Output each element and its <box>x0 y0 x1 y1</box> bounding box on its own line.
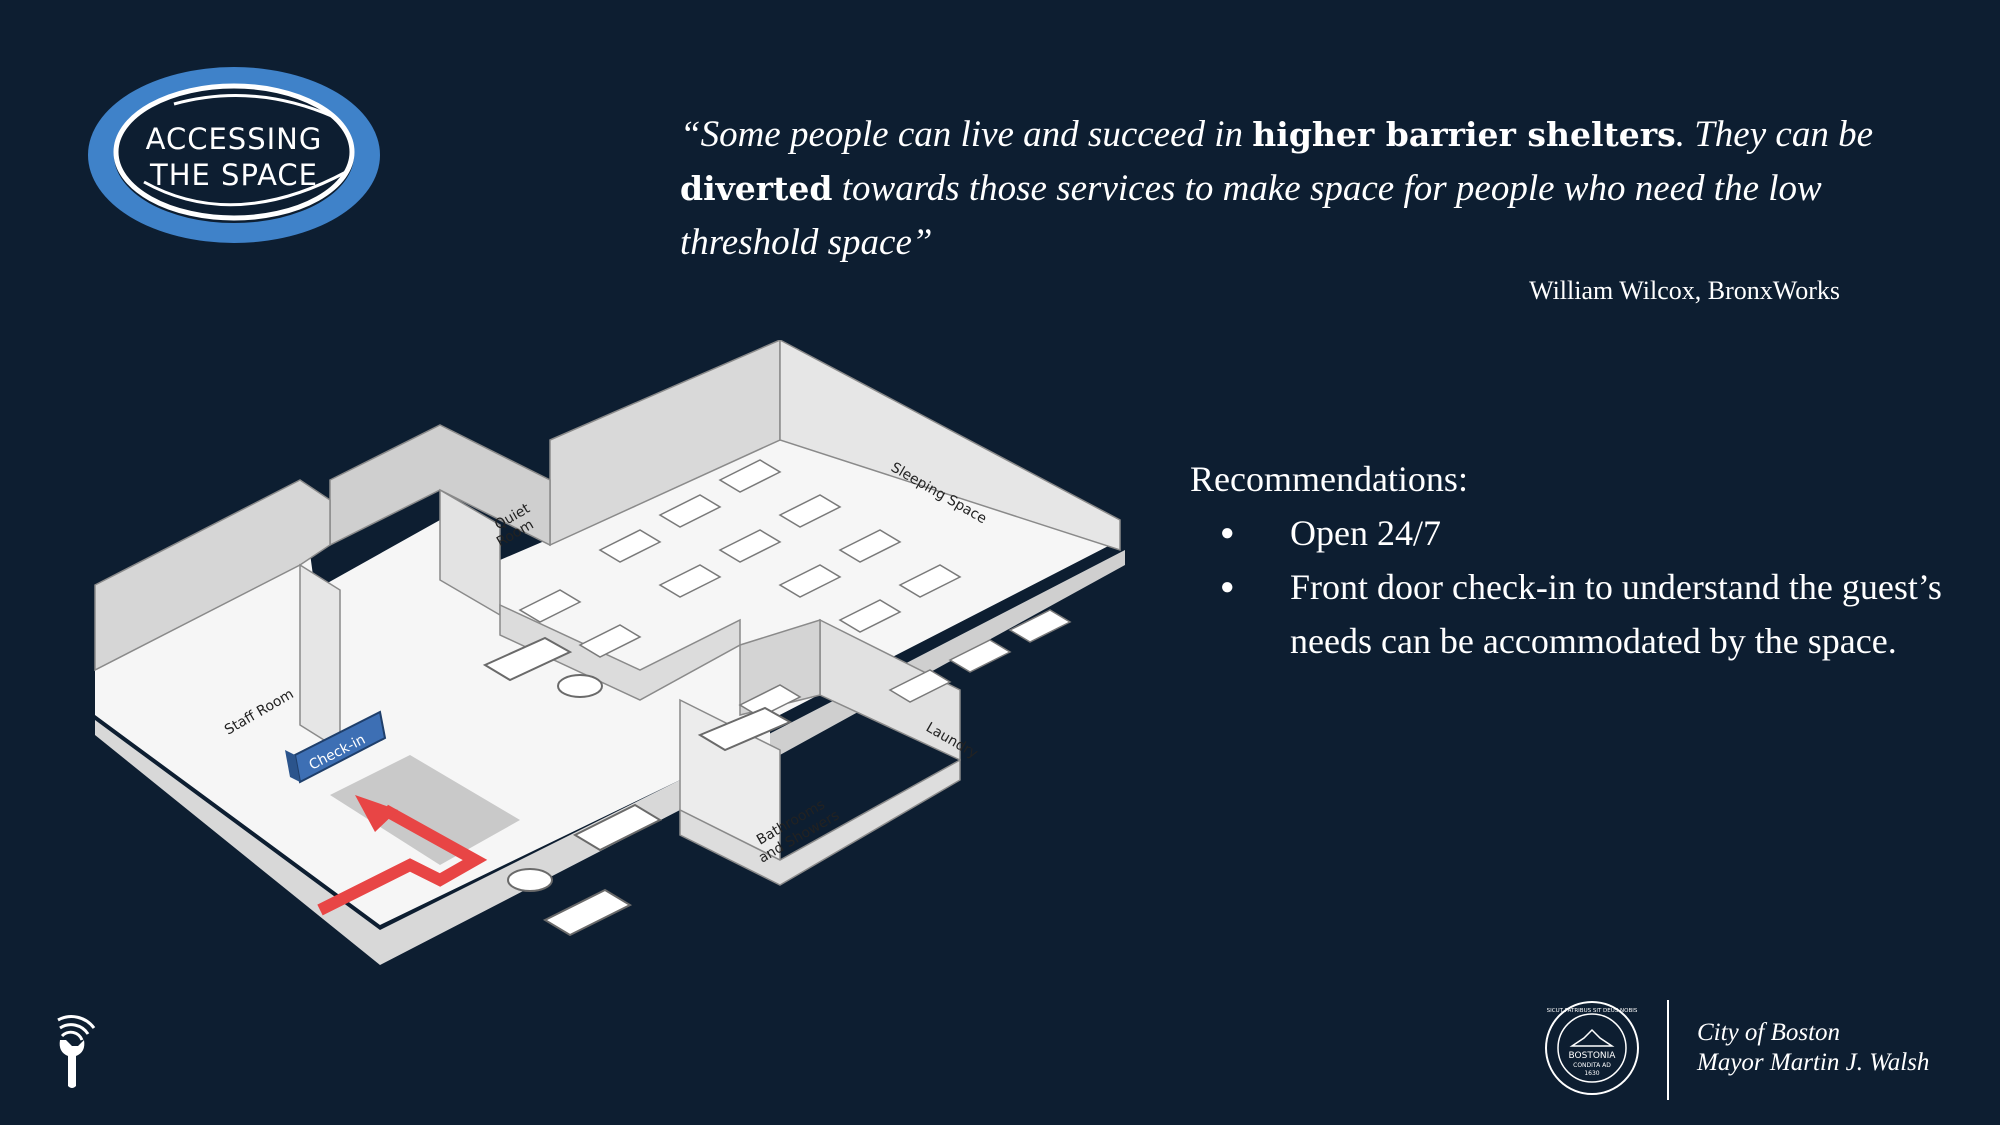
recommendation-item: Open 24/7 <box>1190 506 1950 560</box>
entry-mat <box>330 755 520 865</box>
seal-condita: CONDITA AD <box>1573 1062 1611 1069</box>
entry-arrow-head <box>355 795 398 832</box>
quote: “Some people can live and succeed in hig… <box>680 108 1880 270</box>
footer-divider <box>1667 1000 1669 1100</box>
recommendation-item: Front door check-in to understand the gu… <box>1190 560 1950 668</box>
badge-line-1: ACCESSING <box>145 122 323 156</box>
recommendations-list: Open 24/7 Front door check-in to underst… <box>1190 506 1950 668</box>
footer-line-2: Mayor Martin J. Walsh <box>1697 1049 1930 1076</box>
wall-laundry-front <box>739 618 821 716</box>
floor-edge <box>95 720 680 965</box>
seal-year: 1630 <box>1584 1070 1599 1077</box>
quote-emphasis-1: higher barrier shelters <box>1252 115 1676 154</box>
footer-credit: City of Boston Mayor Martin J. Walsh <box>1697 1018 1929 1078</box>
check-in-desk <box>293 710 387 784</box>
quote-attribution: William Wilcox, BronxWorks <box>1529 276 1840 305</box>
wrench-wifi-icon <box>50 1010 100 1090</box>
seal-motto: SICUT PATRIBUS SIT DEUS NOBIS <box>1547 1008 1638 1014</box>
quote-text-3: towards those services to make space for… <box>680 168 1822 263</box>
quote-text-2: . They can be <box>1675 114 1873 155</box>
beds <box>518 459 1072 718</box>
seal-name: BOSTONIA <box>1569 1051 1617 1061</box>
accessing-the-space-badge: ACCESSING THE SPACE <box>84 62 384 248</box>
recommendations-heading: Recommendations: <box>1190 459 1468 499</box>
tables <box>482 636 793 937</box>
quote-emphasis-2: diverted <box>680 169 833 208</box>
wall-staff-divider <box>299 563 341 752</box>
badge-line-2: THE SPACE <box>149 158 318 192</box>
wall-bath-front <box>679 758 961 886</box>
recommendations: Recommendations: Open 24/7 Front door ch… <box>1190 452 1950 668</box>
quote-text-1: “Some people can live and succeed in <box>680 114 1253 155</box>
badge-ring-icon <box>88 67 380 243</box>
wall-sleeping-right <box>779 338 1121 552</box>
shelter-floor-plan: Sleeping Space Quiet Room Staff Room Lau… <box>80 338 1140 1000</box>
entry-arrow <box>317 804 488 916</box>
check-in-desk-side <box>285 750 300 782</box>
city-seal-icon: SICUT PATRIBUS SIT DEUS NOBIS BOSTONIA C… <box>1544 1000 1640 1096</box>
footer-line-1: City of Boston <box>1697 1019 1841 1046</box>
wall-staff-back <box>94 479 331 672</box>
